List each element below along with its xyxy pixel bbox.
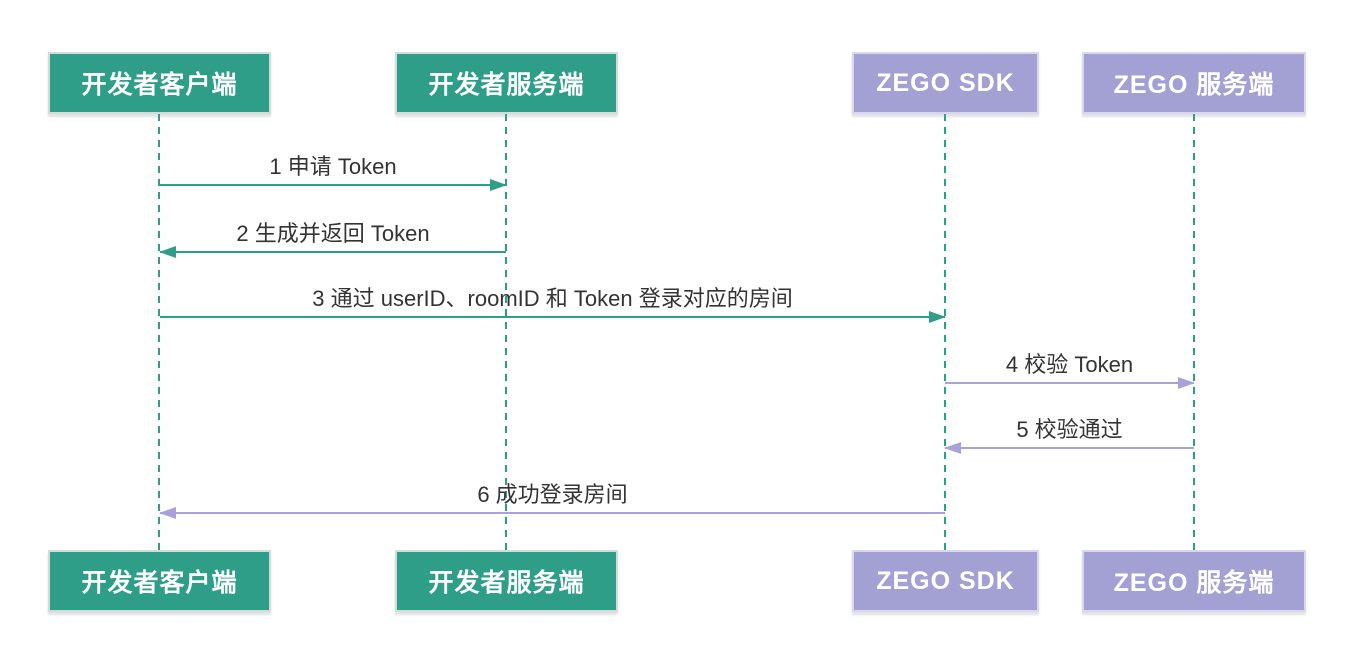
message-1-line [160,179,507,191]
arrowhead-right-icon [490,179,507,191]
message-4-line [945,377,1195,389]
arrowhead-left-icon [159,507,176,519]
actor-bottom-developer-server: 开发者服务端 [395,550,618,612]
lifeline-zego-sdk [944,114,946,550]
arrowhead-right-icon [1178,377,1195,389]
message-6-label: 6 成功登录房间 [477,482,628,507]
actor-bottom-zego-server: ZEGO 服务端 [1082,550,1306,612]
actor-bottom-developer-client: 开发者客户端 [48,550,271,612]
lifeline-developer-server [505,114,507,550]
message-2-label: 2 生成并返回 Token [236,221,430,246]
message-3-label: 3 通过 userID、roomID 和 Token 登录对应的房间 [312,286,793,311]
message-6-line [159,507,945,519]
message-3: 3 通过 userID、roomID 和 Token 登录对应的房间 [160,285,946,323]
actor-top-zego-server: ZEGO 服务端 [1082,52,1306,114]
message-4-label: 4 校验 Token [1005,352,1134,377]
actor-bottom-zego-sdk: ZEGO SDK [852,550,1039,612]
message-6: 6 成功登录房间 [159,481,945,519]
message-3-line [160,311,946,323]
message-5-line [944,442,1194,454]
arrowhead-left-icon [944,442,961,454]
message-5: 5 校验通过 [944,416,1194,454]
lifeline-developer-client [158,114,160,550]
message-2: 2 生成并返回 Token [159,220,506,258]
actor-top-developer-client: 开发者客户端 [48,52,271,114]
message-1-label: 1 申请 Token [269,154,397,179]
arrowhead-right-icon [929,311,946,323]
actor-top-zego-sdk: ZEGO SDK [852,52,1039,114]
message-1: 1 申请 Token [160,153,507,191]
message-5-label: 5 校验通过 [1016,417,1123,442]
actor-top-developer-server: 开发者服务端 [395,52,618,114]
arrowhead-left-icon [159,246,176,258]
message-2-line [159,246,506,258]
lifeline-zego-server [1193,114,1195,550]
message-4: 4 校验 Token [945,351,1195,389]
